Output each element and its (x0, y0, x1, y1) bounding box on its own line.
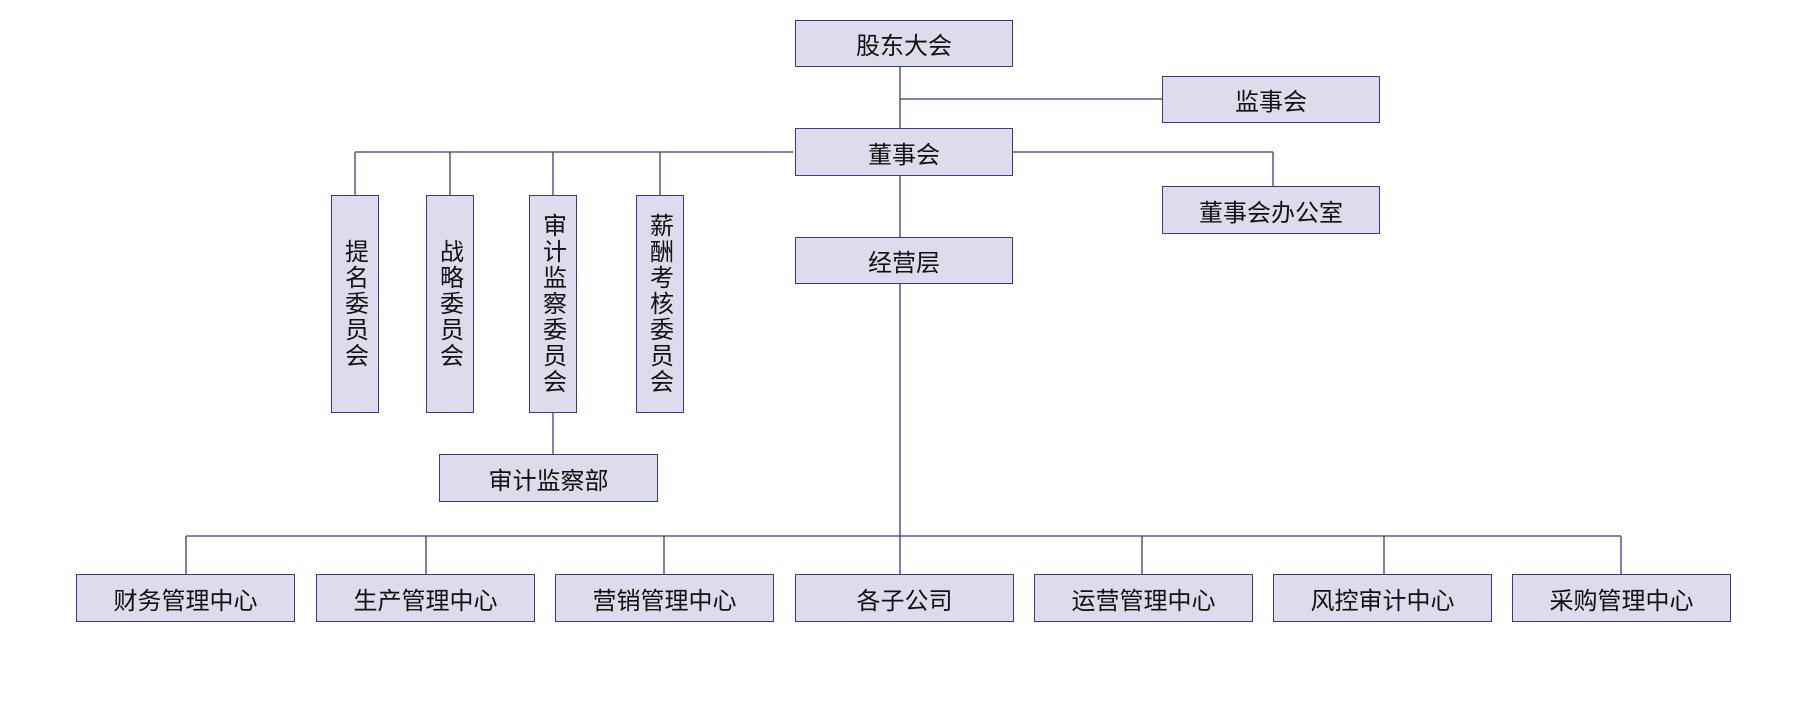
node-risk-audit-center: 风控审计中心 (1273, 574, 1492, 622)
node-audit-committee: 审计监察委员会 (529, 195, 577, 413)
node-supervisors: 监事会 (1162, 76, 1380, 123)
node-subsidiaries: 各子公司 (795, 574, 1014, 622)
node-finance-center: 财务管理中心 (76, 574, 295, 622)
node-compensation-committee: 薪酬考核委员会 (636, 195, 684, 413)
node-strategy-committee: 战略委员会 (426, 195, 474, 413)
node-operations-center: 运营管理中心 (1034, 574, 1253, 622)
node-marketing-center: 营销管理中心 (555, 574, 774, 622)
node-production-center: 生产管理中心 (316, 574, 535, 622)
node-shareholders: 股东大会 (795, 20, 1013, 67)
node-board: 董事会 (795, 128, 1013, 176)
node-board-office: 董事会办公室 (1162, 186, 1380, 234)
node-procurement-center: 采购管理中心 (1512, 574, 1731, 622)
node-nomination-committee: 提名委员会 (331, 195, 379, 413)
node-audit-department: 审计监察部 (439, 454, 658, 502)
node-management: 经营层 (795, 237, 1013, 284)
